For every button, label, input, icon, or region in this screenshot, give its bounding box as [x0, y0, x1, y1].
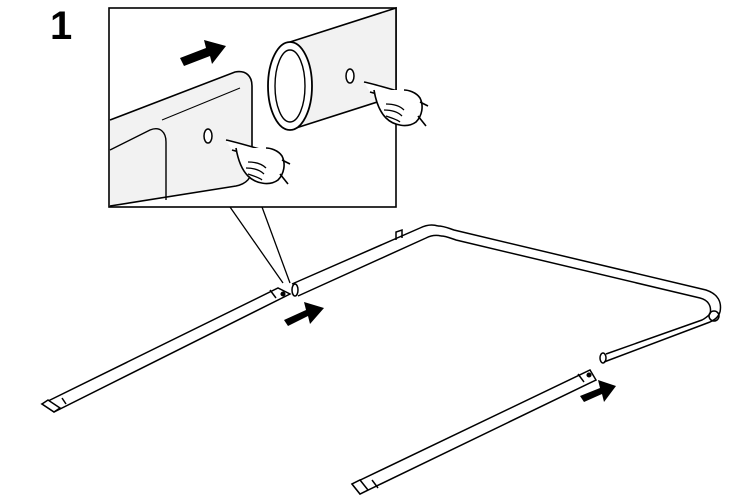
right-leg-tube	[350, 369, 598, 495]
left-tube-detail	[109, 70, 253, 207]
callout-lines	[229, 206, 291, 284]
step-number: 1	[50, 4, 73, 48]
u-frame	[291, 224, 722, 364]
detail-inset	[108, 6, 429, 208]
push-arrow-icon	[180, 40, 226, 66]
right-tube-detail	[267, 6, 397, 131]
push-button-hole-right	[345, 68, 355, 84]
left-leg-tube	[40, 287, 292, 413]
push-arrow-icon	[284, 302, 324, 326]
push-button-hole	[203, 128, 213, 144]
push-arrow-icon	[580, 380, 616, 402]
